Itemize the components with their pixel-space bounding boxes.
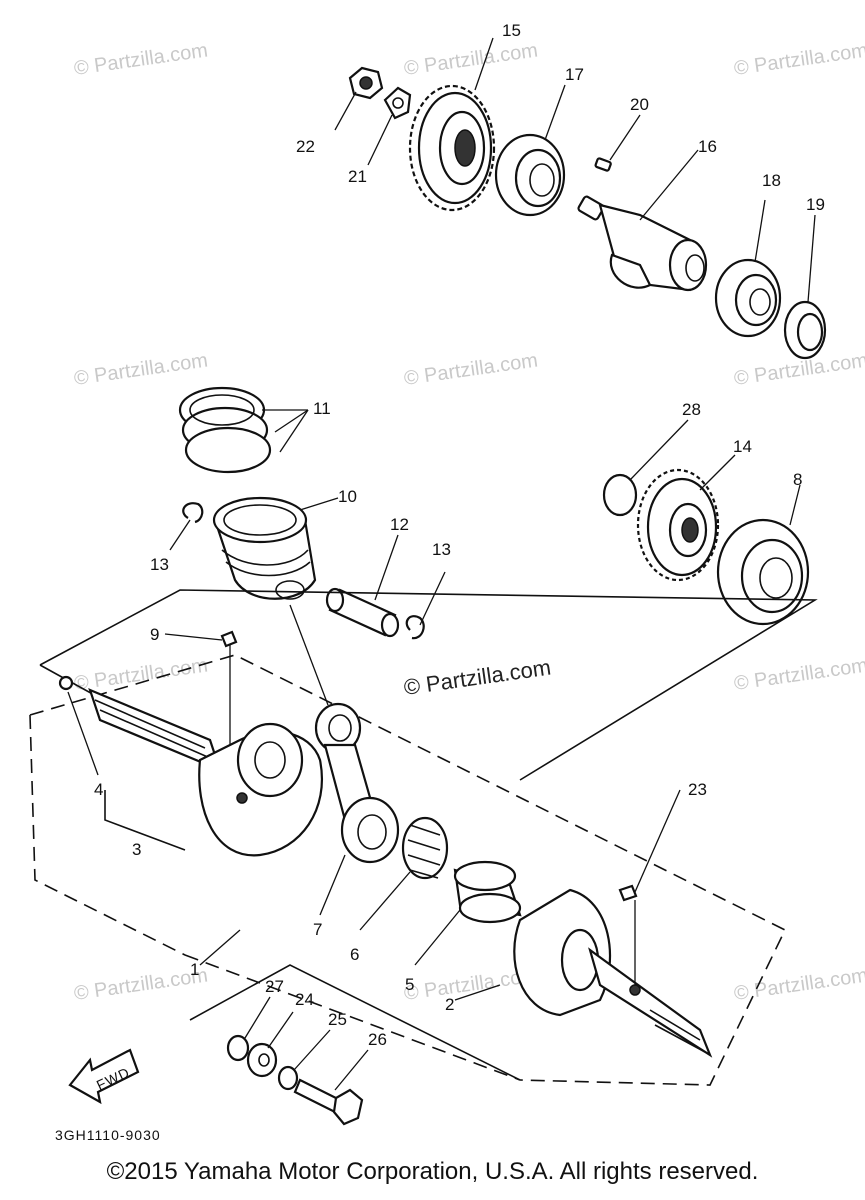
callout-12[interactable]: 12	[390, 515, 409, 534]
callout-22[interactable]: 22	[296, 137, 315, 156]
callout-28[interactable]: 28	[682, 400, 701, 419]
callout-18[interactable]: 18	[762, 171, 781, 190]
watermark: © Partzilla.com	[733, 39, 865, 80]
bolt-26[interactable]	[293, 1078, 364, 1126]
callout-7[interactable]: 7	[313, 920, 322, 939]
callout-5[interactable]: 5	[405, 975, 414, 994]
callout-23[interactable]: 23	[688, 780, 707, 799]
watermark: © Partzilla.com	[73, 39, 210, 80]
callout-14[interactable]: 14	[733, 437, 752, 456]
callout-13a[interactable]: 13	[150, 555, 169, 574]
callout-27[interactable]: 27	[265, 977, 284, 996]
parts-diagram: © Partzilla.com © Partzilla.com © Partzi…	[29, 21, 865, 1143]
washer-24[interactable]	[246, 1042, 278, 1078]
crank-frame-solid	[39, 589, 818, 781]
callout-3[interactable]: 3	[132, 840, 141, 859]
key-23[interactable]	[618, 884, 638, 902]
callout-26[interactable]: 26	[368, 1030, 387, 1049]
callout-8[interactable]: 8	[793, 470, 802, 489]
callout-25[interactable]: 25	[328, 1010, 347, 1029]
bearing-17[interactable]	[494, 133, 566, 217]
callout-13b[interactable]: 13	[432, 540, 451, 559]
watermark: © Partzilla.com	[403, 39, 540, 80]
piston-ring-set-11[interactable]	[178, 386, 272, 474]
needle-bearing-6[interactable]	[401, 816, 449, 880]
callouts: 1 2 3 4 5 6 7 8 9 10 11 12 13 13 14 15 1…	[94, 21, 825, 1049]
crank-left-3[interactable]	[88, 688, 323, 857]
callout-2[interactable]: 2	[445, 995, 454, 1014]
callout-1[interactable]: 1	[190, 960, 199, 979]
callout-24[interactable]: 24	[295, 990, 314, 1009]
bearing-8[interactable]	[716, 518, 810, 626]
lock-washer-21[interactable]	[383, 86, 412, 120]
watermark-center: © Partzilla.com	[402, 655, 552, 700]
callout-6[interactable]: 6	[350, 945, 359, 964]
circlip-28[interactable]	[602, 473, 638, 517]
watermark: © Partzilla.com	[73, 964, 210, 1005]
crank-frame-dashed	[29, 654, 787, 1086]
crank-pin-5[interactable]	[453, 860, 522, 924]
callout-4[interactable]: 4	[94, 780, 103, 799]
balancer-gear-15[interactable]	[408, 84, 496, 212]
callout-11[interactable]: 11	[313, 399, 331, 418]
o-ring-27[interactable]	[226, 1034, 250, 1062]
copyright-notice: ©2015 Yamaha Motor Corporation, U.S.A. A…	[106, 1158, 759, 1185]
callout-10[interactable]: 10	[338, 487, 357, 506]
callout-20[interactable]: 20	[630, 95, 649, 114]
callout-15[interactable]: 15	[502, 21, 521, 40]
watermark: © Partzilla.com	[73, 654, 210, 695]
callout-19[interactable]: 19	[806, 195, 825, 214]
crank-right-2[interactable]	[513, 888, 713, 1058]
crank-frame-lhs	[104, 790, 186, 851]
bearing-18[interactable]	[714, 258, 782, 338]
connecting-rod-7[interactable]	[314, 702, 400, 864]
callout-16[interactable]: 16	[698, 137, 717, 156]
watermark: © Partzilla.com	[733, 654, 865, 695]
diagram-code: 3GH1110-9030	[55, 1127, 161, 1143]
gear-14[interactable]	[636, 468, 720, 582]
callout-17[interactable]: 17	[565, 65, 584, 84]
clip-13[interactable]	[182, 502, 204, 524]
plug-4[interactable]	[58, 675, 74, 691]
callout-9[interactable]: 9	[150, 625, 159, 644]
forward-direction-arrow: FWD	[68, 1048, 140, 1105]
watermark: © Partzilla.com	[403, 349, 540, 390]
piston-10[interactable]	[212, 496, 317, 600]
crank-frame-bottom	[189, 964, 521, 1081]
callout-21[interactable]: 21	[348, 167, 367, 186]
key-9[interactable]	[220, 630, 238, 648]
balancer-shaft-16[interactable]	[577, 195, 708, 292]
clip-13[interactable]	[405, 615, 425, 640]
leader-lines	[67, 37, 816, 1091]
washer-25[interactable]	[277, 1065, 299, 1091]
oil-seal-19[interactable]	[783, 300, 827, 360]
watermark: © Partzilla.com	[73, 349, 210, 390]
piston-pin-12[interactable]	[325, 587, 400, 638]
nut-22[interactable]	[348, 66, 384, 100]
key-20[interactable]	[594, 157, 612, 172]
